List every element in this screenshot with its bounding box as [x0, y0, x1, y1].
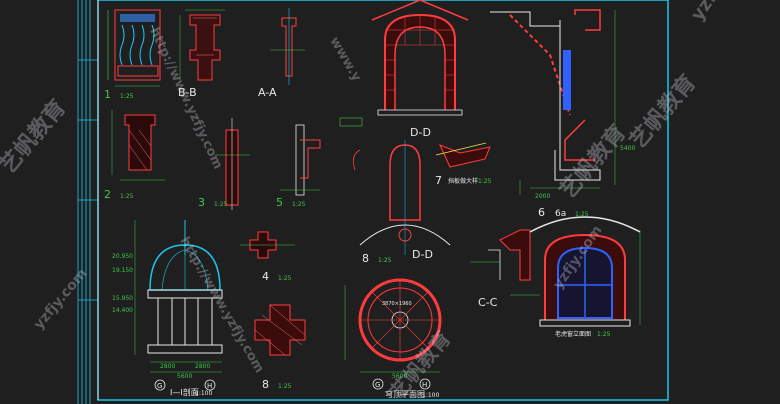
axis-bubble-h1: [204, 379, 216, 391]
detail-6a-number: 6a: [555, 209, 566, 219]
detail-1-scale: 1:25: [120, 93, 134, 100]
detail-3-column: [215, 118, 250, 210]
notes-box: [339, 117, 363, 127]
detail-8-bottom-drawing: [254, 304, 306, 356]
arch-elevation-drawing: [371, 0, 469, 116]
axis-bubble-h2: [419, 378, 431, 390]
title-block-strip: [77, 0, 98, 404]
axis-g-2: G: [375, 381, 380, 389]
axis-bubble-g2: [372, 378, 384, 390]
axis-h-2: H: [422, 381, 427, 389]
section-cc-drawing: [470, 229, 540, 296]
detail-2-number: 2: [104, 188, 111, 201]
window-scale: 1:25: [597, 331, 611, 338]
detail-2-cornice: [111, 110, 165, 181]
detail-2-scale: 1:25: [120, 193, 134, 200]
detail-7-number: 7: [435, 174, 442, 187]
window-title: 老虎窗立面图: [555, 330, 591, 338]
elev-bottom-1: 2800: [160, 363, 175, 370]
detail-1-baluster: [107, 9, 161, 87]
axis-g-1: G: [157, 382, 162, 390]
detail-6-number: 6: [538, 206, 545, 219]
detail-4-number: 4: [262, 270, 269, 283]
detail-8-mid-number: 8: [362, 252, 369, 265]
plan-title: 穹顶平面图: [385, 389, 425, 399]
detail-8-bot-scale: 1:25: [278, 383, 292, 390]
section-cc-label: C-C: [478, 296, 498, 309]
elevation-title: I—I剖面: [170, 387, 199, 397]
detail-7-title: 挡板做大样: [448, 177, 478, 185]
detail-1-number: 1: [104, 88, 111, 101]
elev-dim-3: 15.950: [112, 295, 133, 302]
detail-5-scale: 1:25: [292, 201, 306, 208]
elev-bottom-2: 2800: [195, 363, 210, 370]
detail-8-mid-scale: 1:25: [378, 257, 392, 264]
dim-2000: 2000: [535, 193, 550, 200]
detail-3-number: 3: [198, 196, 205, 209]
detail-8-bot-number: 8: [262, 378, 269, 391]
detail-5-parapet: [280, 124, 321, 196]
section-aa-label: A-A: [258, 86, 277, 99]
section-dd-top-label: D-D: [410, 126, 431, 139]
section-bb-label: B-B: [178, 86, 197, 99]
dome-elevation-drawing: [134, 220, 223, 373]
detail-6-scale: 1:25: [575, 211, 589, 218]
dome-section-mid-drawing: [352, 140, 451, 255]
elev-dim-1: 20.950: [112, 253, 133, 260]
axis-h-1: H: [207, 382, 212, 390]
section-bb-drawing: [179, 9, 225, 81]
dormer-window-drawing: [529, 216, 641, 327]
elevation-scale: 1:100: [195, 390, 212, 397]
detail-7-scale: 1:25: [478, 178, 492, 185]
section-aa-drawing: [270, 8, 305, 85]
elev-dim-4: 14.400: [112, 307, 133, 314]
axis-bubble-g1: [154, 379, 166, 391]
plan-dim-top: 3870×1960: [382, 301, 412, 307]
detail-3-scale: 1:25: [214, 201, 228, 208]
plan-scale: 1:100: [422, 392, 439, 399]
plan-dim-bottom: 5600: [392, 373, 407, 380]
elev-dim-2: 19.150: [112, 267, 133, 274]
detail-4-scale: 1:25: [278, 275, 292, 282]
section-dd-mid-label: D-D: [412, 248, 433, 261]
detail-5-number: 5: [276, 196, 283, 209]
detail-6-section-drawing: [490, 9, 616, 195]
dome-plan-drawing: [344, 278, 442, 373]
detail-4-drawing: [240, 231, 295, 259]
dim-5400: 5400: [620, 145, 635, 152]
elev-bottom-total: 5600: [177, 373, 192, 380]
detail-7-drawing: [435, 142, 491, 168]
